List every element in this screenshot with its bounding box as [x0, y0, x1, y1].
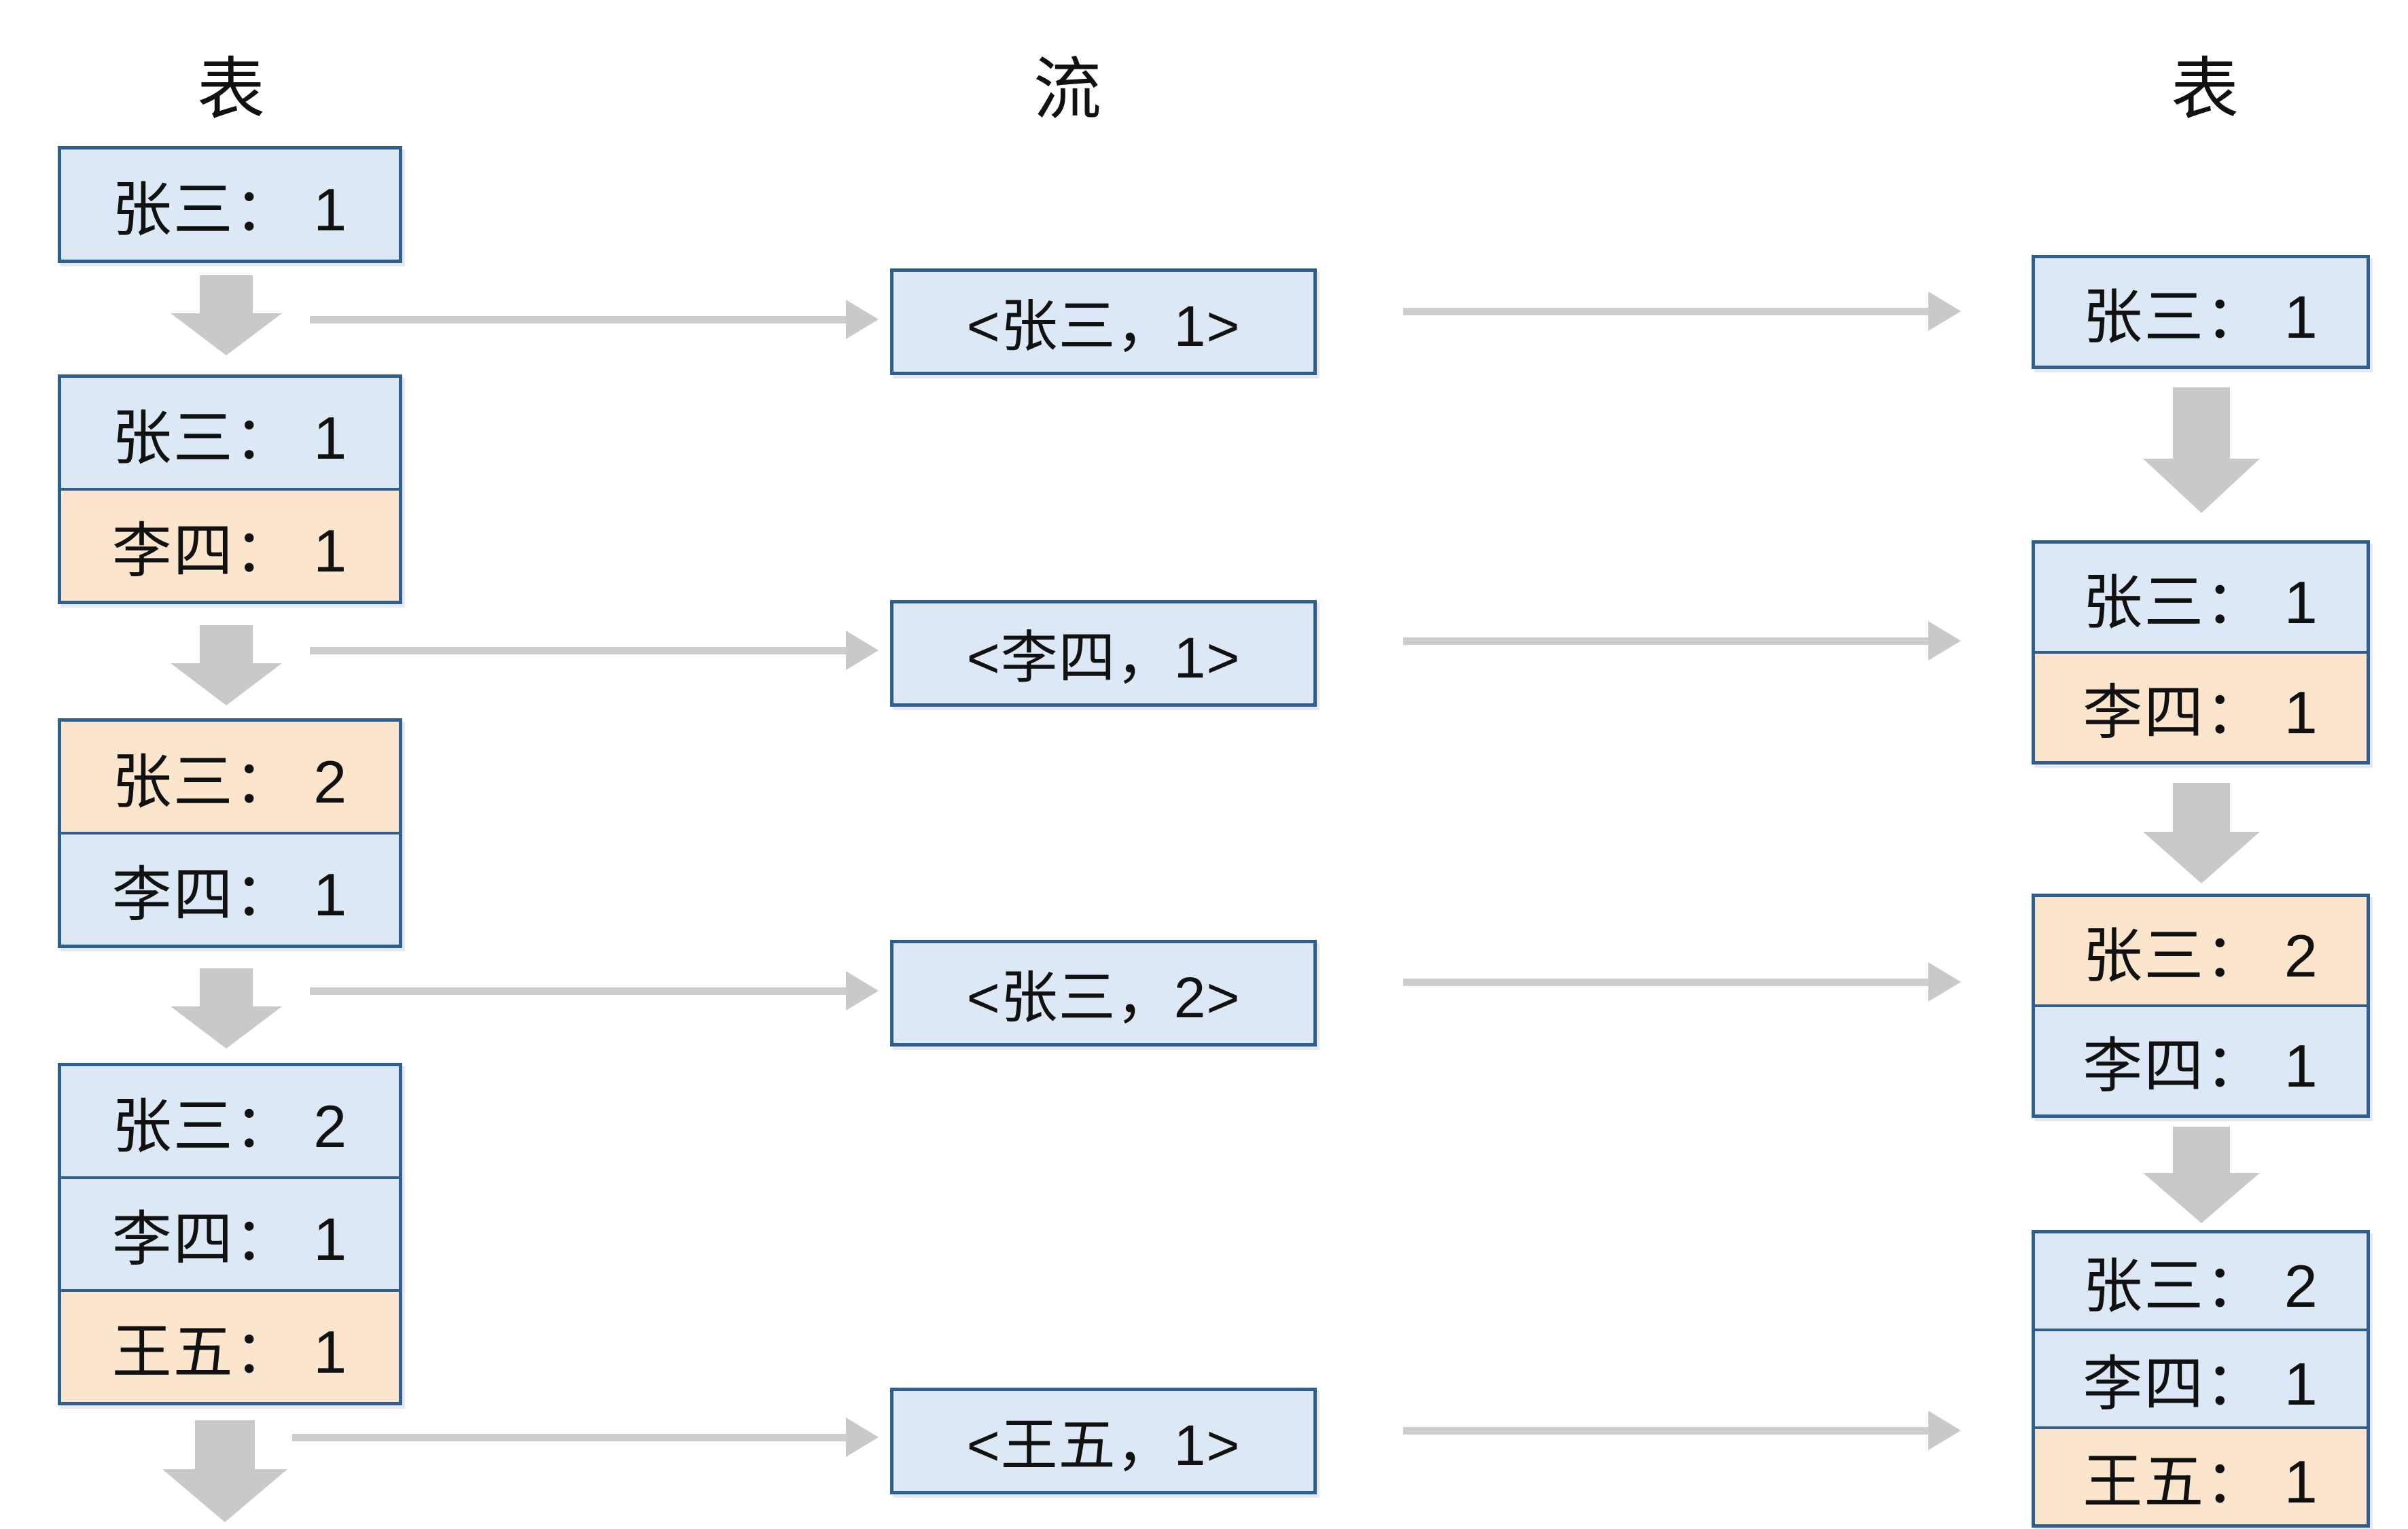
stream-event-box-3: <张三，2>	[890, 940, 1317, 1047]
table-row: 王五： 1	[2035, 1426, 2367, 1524]
table-row: 李四： 1	[2035, 1329, 2367, 1426]
left-table-state-2: 张三： 1 李四： 1	[58, 374, 402, 604]
table-row: 张三： 1	[61, 150, 399, 260]
right-arrow-icon	[1403, 1411, 1961, 1450]
right-arrow-icon	[310, 631, 879, 670]
left-table-state-3: 张三： 2 李四： 1	[58, 718, 402, 948]
table-row: 王五： 1	[61, 1289, 399, 1402]
stream-event-box-2: <李四，1>	[890, 600, 1317, 707]
left-table-state-4: 张三： 2 李四： 1 王五： 1	[58, 1063, 402, 1405]
right-table-state-2: 张三： 1 李四： 1	[2032, 540, 2370, 764]
right-table-state-3: 张三： 2 李四： 1	[2032, 894, 2370, 1118]
table-row: 李四： 1	[61, 1176, 399, 1289]
down-arrow-icon	[171, 275, 282, 355]
right-arrow-icon	[310, 300, 879, 339]
table-row: 张三： 2	[2035, 1233, 2367, 1329]
down-arrow-icon	[171, 968, 282, 1049]
down-arrow-icon	[2143, 1127, 2260, 1223]
right-arrow-icon	[1403, 621, 1961, 661]
table-row: 张三： 2	[61, 1066, 399, 1176]
down-arrow-icon	[171, 625, 282, 705]
stream-event-box-1: <张三，1>	[890, 268, 1317, 375]
left-table-state-1: 张三： 1	[58, 146, 402, 263]
table-row: 张三： 2	[61, 722, 399, 832]
right-table-state-4: 张三： 2 李四： 1 王五： 1	[2032, 1230, 2370, 1528]
table-row: 李四： 1	[2035, 651, 2367, 761]
table-row: 张三： 1	[61, 378, 399, 488]
left-column-title: 表	[197, 52, 265, 128]
right-arrow-icon	[310, 971, 879, 1010]
table-row: 张三： 1	[2035, 544, 2367, 651]
table-row: 张三： 2	[2035, 897, 2367, 1004]
stream-column-title: 流	[1033, 52, 1101, 128]
down-arrow-icon	[2143, 783, 2260, 883]
right-arrow-icon	[1403, 292, 1961, 331]
right-table-state-1: 张三： 1	[2032, 255, 2370, 369]
table-row: 张三： 1	[2035, 258, 2367, 366]
stream-event-box-4: <王五，1>	[890, 1388, 1317, 1494]
right-arrow-icon	[292, 1418, 879, 1457]
down-arrow-icon	[162, 1420, 287, 1522]
right-column-title: 表	[2171, 52, 2239, 128]
table-row: 李四： 1	[2035, 1004, 2367, 1114]
down-arrow-icon	[2143, 387, 2260, 513]
right-arrow-icon	[1403, 962, 1961, 1002]
table-row: 李四： 1	[61, 832, 399, 945]
table-row: 李四： 1	[61, 488, 399, 601]
